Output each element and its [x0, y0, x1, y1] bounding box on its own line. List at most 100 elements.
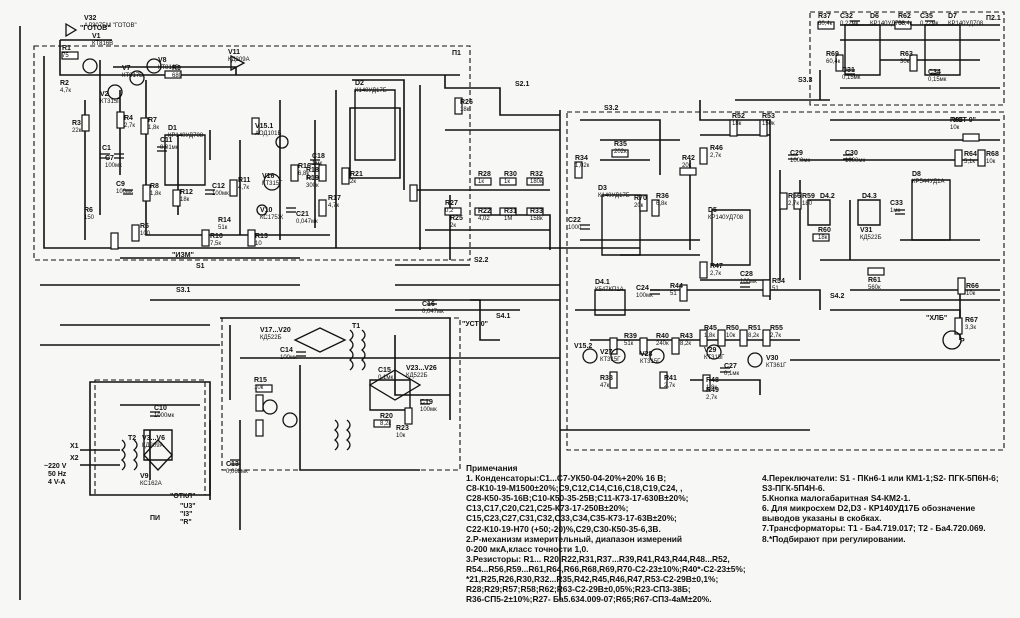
component-value: 0,068мк — [226, 469, 248, 475]
component-ref: C14 — [280, 347, 293, 354]
component-value: 8,2к — [680, 341, 691, 347]
component-value: 4,7к — [328, 203, 339, 209]
component-value: 10к — [950, 125, 960, 131]
component-ref: C27 — [724, 363, 737, 370]
component-value: 4,7к — [60, 88, 71, 94]
component-value: 3,3к — [965, 325, 976, 331]
component-ref: R6 — [84, 207, 93, 214]
note-line: выводов указаны в скобках. — [762, 513, 882, 524]
note-line: С13,С17,С20,С21,С25-К73-17-250В±20%; — [466, 503, 629, 514]
component-value: 10 — [255, 241, 262, 247]
component-value: КТ315Г — [100, 99, 121, 105]
component-ref: T1 — [352, 323, 360, 330]
component-value: КР140УД708 — [870, 21, 906, 27]
note-line: 4.Переключатели: S1 - ПКн6-1 или КМ1-1;S… — [762, 473, 999, 483]
component-value: 180к — [530, 179, 543, 185]
component-value: 1М — [504, 216, 512, 222]
switch-label: S3.2 — [604, 105, 619, 112]
signal-label: "I3" — [180, 511, 192, 518]
component-ref: R46 — [710, 145, 723, 152]
transformers — [120, 329, 366, 471]
component-value: КТ361Г — [766, 363, 787, 369]
component-value: 2к — [450, 223, 456, 229]
component-value: 100мк — [636, 293, 653, 299]
component-ref: C9 — [116, 181, 125, 188]
component-ref: C32 — [840, 13, 853, 20]
component-value: 1,8к — [148, 125, 159, 131]
note-line: С22-К10-19-Н70 (+50;-20)%,С29,С30-К50-35… — [466, 523, 661, 534]
component-value: 10к — [254, 385, 264, 391]
component-ref: R3 — [72, 120, 81, 127]
component-value: 51 — [772, 286, 779, 292]
component-value: 0,15мк — [928, 77, 947, 83]
signal-label: "УСТ 0" — [462, 321, 488, 328]
switch-label: S1 — [196, 263, 205, 270]
component-ref: R65 — [950, 117, 963, 124]
component-ref: D1 — [168, 125, 177, 132]
component-ref: R40 — [656, 333, 669, 340]
component-value: 100мк — [105, 163, 122, 169]
mains-label: 4 V-A — [48, 479, 66, 486]
component-ref: C16 — [422, 301, 435, 308]
component-value: КД209А — [142, 443, 164, 449]
component-value: 100мк — [116, 189, 133, 195]
component-value: 18к — [180, 197, 190, 203]
component-value: 202к — [614, 149, 627, 155]
component-ref: D7 — [948, 13, 957, 20]
component-value: 0,22мк — [920, 21, 939, 27]
component-value: 2,7к — [664, 383, 675, 389]
switch-label: S3.1 — [176, 287, 191, 294]
component-value: 0,22мк — [840, 21, 859, 27]
component-value: 0,047мк — [296, 219, 318, 225]
note-line: С28-К50-35-16В;С10-К50-35-25В;С11-К73-17… — [466, 493, 689, 504]
component-value: 0,1мк — [378, 375, 393, 381]
component-ref: R52 — [732, 113, 745, 120]
note-line: С8-К10-19-М1500±20%;С9,С12,С14,С16,С18,С… — [466, 483, 683, 494]
component-ref: R12 — [180, 189, 193, 196]
component-ref: R35 — [614, 141, 627, 148]
component-ref: R69 — [826, 51, 839, 58]
component-value: КД522Б — [260, 335, 282, 341]
component-ref: V30 — [766, 355, 779, 362]
component-ref: R2 — [60, 80, 69, 87]
component-ref: R8 — [150, 183, 159, 190]
component-value: 60,4к — [826, 59, 841, 65]
component-ref: V27 — [600, 349, 613, 356]
component-value: КР140УД708 — [168, 133, 204, 139]
signal-label: ПИ — [150, 515, 160, 522]
component-ref: C34 — [928, 69, 941, 76]
mains-label: 50 Hz — [48, 471, 67, 478]
component-value: 8,2к — [748, 333, 759, 339]
component-ref: R11 — [238, 177, 251, 184]
component-value: КД522Б — [860, 235, 882, 241]
component-ref: C15 — [378, 367, 391, 374]
component-ref: R45 — [704, 325, 717, 332]
component-ref: R1 — [62, 45, 71, 52]
component-value: КР544УД1А — [912, 179, 944, 185]
mains-label: X2 — [70, 455, 79, 462]
component-value: 560к — [868, 285, 881, 291]
component-ref: R54 — [772, 278, 785, 285]
component-value: КС175Ж — [260, 215, 284, 221]
note-line: 2.Р-механизм измерительный, диапазон изм… — [466, 533, 683, 544]
notes-title: Примечания — [466, 463, 518, 473]
component-value: 2,7к — [770, 333, 781, 339]
signal-label: "ОТКЛ" — [170, 493, 196, 500]
component-ref: V8 — [158, 57, 167, 64]
component-value: 1к — [306, 175, 312, 181]
component-ref: R33 — [530, 208, 543, 215]
component-value: К140УД17Б — [355, 88, 387, 94]
note-line: R28;R29;R57;R58;R62;R63-С2-29В±0,05%;R23… — [466, 584, 691, 595]
component-ref: R67 — [965, 317, 978, 324]
component-ref: R38 — [600, 375, 613, 382]
component-value: 1,8к — [150, 191, 161, 197]
dashed-enclosures — [33, 11, 1005, 496]
component-ref: R37 — [818, 13, 831, 20]
component-ref: R20 — [380, 413, 393, 420]
component-value: 680 — [172, 73, 183, 79]
component-ref: R15 — [254, 377, 267, 384]
signal-label: "УСТ 0" — [950, 117, 976, 124]
component-ref: R53 — [762, 113, 775, 120]
component-ref: V15.1 — [255, 123, 273, 130]
